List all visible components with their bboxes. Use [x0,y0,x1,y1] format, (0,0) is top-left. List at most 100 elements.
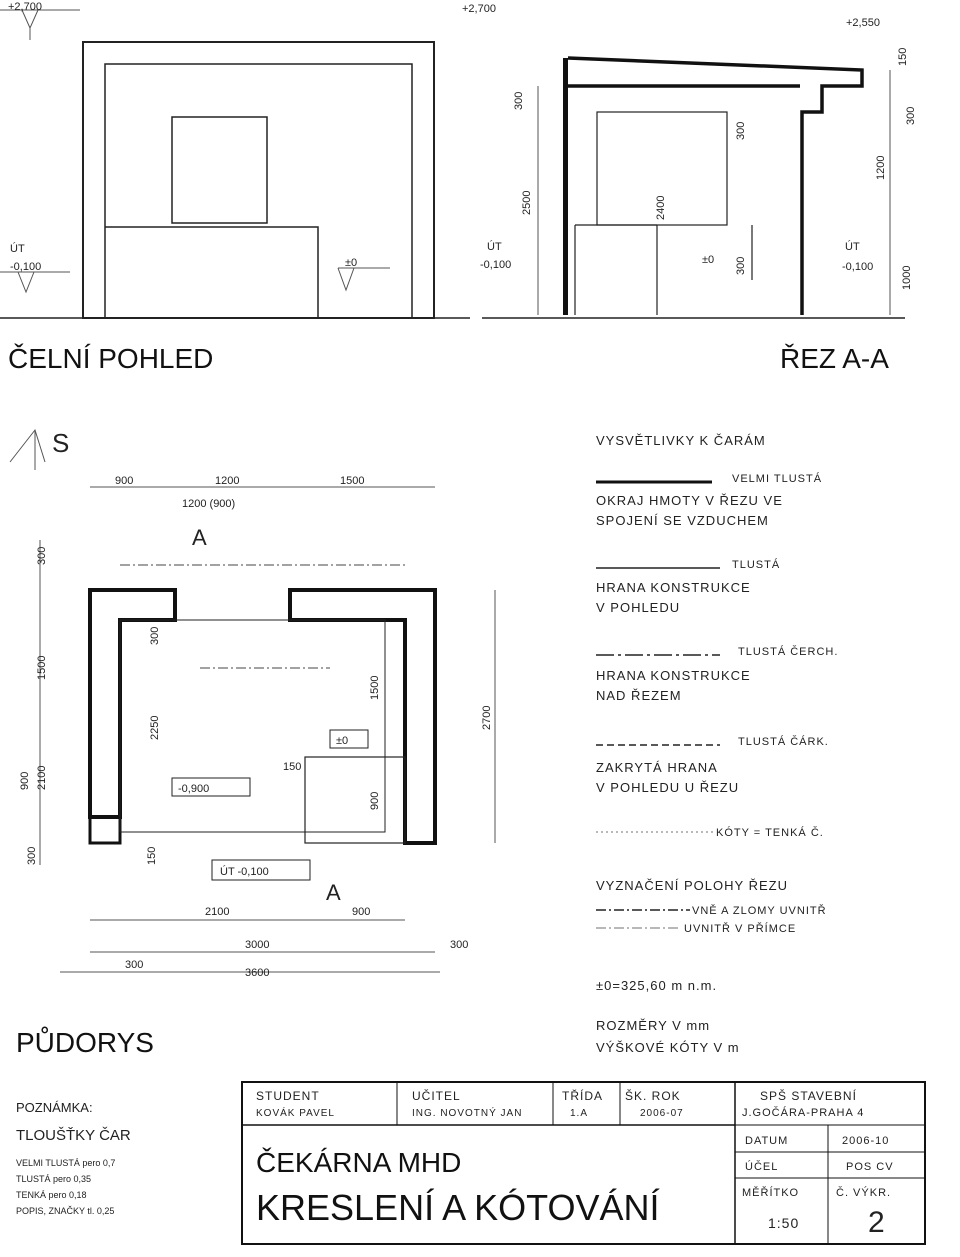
year-value: 2006-07 [640,1108,684,1119]
student-label: STUDENT [256,1089,320,1103]
teacher-name: ING. NOVOTNÝ JAN [412,1106,522,1119]
north-arrow-icon [9,428,46,463]
date-value: 2006-10 [842,1135,889,1147]
legend-desc-4a: ZAKRYTÁ HRANA [596,760,718,775]
plan-level-ut-box [211,859,311,881]
plan-dim-bottom-3: 3000 [245,939,269,951]
section-dim-7: 300 [905,107,917,125]
plan-dim-top-1: 900 [115,475,133,487]
legend-desc-2a: HRANA KONSTRUKCE [596,580,751,595]
section-dim-2: 2500 [521,191,533,215]
front-window [171,116,268,224]
plan-dim-left-3: 900 [19,772,31,790]
legend-title: VYSVĚTLIVKY K ČARÁM [596,433,766,448]
plan-wall-left [88,588,177,819]
section-level-ut-right-val: -0,100 [842,261,873,273]
plan-floor-area [119,619,386,833]
units-dimensions: ROZMĚRY V mm [596,1018,710,1033]
front-inner-frame [104,63,413,318]
front-level-ut-val: -0,100 [10,261,41,273]
front-view-label: ČELNÍ POHLED [8,343,213,374]
legend-type-5: KÓTY = TENKÁ Č. [716,826,824,839]
scale-value: 1:50 [768,1215,799,1231]
legend-desc-1a: OKRAJ HMOTY V ŘEZU VE [596,493,783,508]
section-dim-5: 300 [735,257,747,275]
section-level-zero: ±0 [702,254,714,266]
plan-dim-right: 2700 [481,706,493,730]
legend-section-inner: UVNITŘ V PŘÍMCE [684,922,796,935]
legend-desc-1b: SPOJENÍ SE VZDUCHEM [596,513,769,528]
section-level-top-left: +2,700 [462,3,496,15]
legend-section-outer: VNĚ A ZLOMY UVNITŘ [692,904,827,917]
title-block: STUDENT KOVÁK PAVEL UČITEL ING. NOVOTNÝ … [241,1081,926,1245]
project-title: ČEKÁRNA MHD [256,1147,461,1178]
units-levels: VÝŠKOVÉ KÓTY V m [596,1040,740,1055]
section-dim-1: 300 [513,92,525,110]
sheet-label: Č. VÝKR. [836,1186,891,1199]
plan-dim-left-5: 300 [26,847,38,865]
class-value: 1.A [570,1108,588,1119]
front-zero-marker [337,267,355,292]
front-ut-marker [17,271,35,294]
section-dim-4: 300 [735,122,747,140]
drawing-subject: KRESLENÍ A KÓTOVÁNÍ [256,1187,660,1228]
plan-label: PŮDORYS [16,1026,154,1058]
plan-level-zero-box [329,729,369,749]
floor-plan: S 900 1200 1500 1200 (900) A A 300 1500 … [9,428,496,1058]
section-view-label: ŘEZ A-A [780,343,889,374]
plan-dim-top-2: 1200 [215,475,239,487]
legend-desc-3a: HRANA KONSTRUKCE [596,668,751,683]
section-dim-9: 1000 [901,266,913,290]
scale-label: MĚŘÍTKO [742,1186,799,1199]
front-level-zero: ±0 [345,257,357,269]
notes-line-4: POPIS, ZNAČKY tl. 0,25 [16,1206,114,1216]
plan-column [88,815,122,845]
legend-type-4: TLUSTÁ ČÁRK. [738,735,829,748]
plan-dim-left-4: 2100 [36,766,48,790]
plan-dim-top-sub: 1200 (900) [182,498,235,510]
notes-line-1: VELMI TLUSTÁ pero 0,7 [16,1158,115,1168]
section-dim-6: 150 [897,48,909,66]
plan-dim-inner-4: 150 [283,761,301,773]
front-bench-edge [105,226,319,318]
plan-dim-inner-5: 900 [369,792,381,810]
line-legend: VYSVĚTLIVKY K ČARÁM VELMI TLUSTÁ OKRAJ H… [596,433,837,1055]
front-level-ut: ÚT [10,242,25,255]
legend-section-title: VYZNAČENÍ POLOHY ŘEZU [596,878,788,893]
teacher-label: UČITEL [412,1088,461,1103]
plan-dim-bottom-6: 3600 [245,967,269,979]
plan-dim-inner-3: 1500 [369,676,381,700]
purpose-label: ÚČEL [745,1160,778,1173]
plan-dim-left-2: 1500 [36,656,48,680]
section-left-wall [563,58,568,315]
plan-dim-bottom-1: 2100 [205,906,229,918]
legend-desc-4b: V POHLEDU U ŘEZU [596,780,739,795]
notes: POZNÁMKA: TLOUŠŤKY ČAR VELMI TLUSTÁ pero… [16,1100,131,1216]
plan-level-minus: -0,900 [178,783,209,795]
plan-dim-bottom-5: 300 [125,959,143,971]
north-label: S [52,428,69,458]
notes-line-3: TENKÁ pero 0,18 [16,1190,87,1200]
class-label: TŘÍDA [562,1088,603,1103]
school-line-2: J.GOČÁRA-PRAHA 4 [742,1106,864,1119]
plan-dim-left-1: 300 [36,547,48,565]
section-dim-8: 1200 [875,156,887,180]
plan-dim-bottom-2: 900 [352,906,370,918]
legend-type-1: VELMI TLUSTÁ [732,472,822,485]
section-window [596,111,728,226]
plan-dim-inner-6: 150 [146,847,158,865]
plan-level-minus-box [171,777,251,797]
section-mark-bottom: A [326,880,341,905]
plan-dim-inner-1: 300 [149,627,161,645]
notes-title: POZNÁMKA: [16,1100,93,1115]
front-outer-wall [82,41,435,319]
plan-dim-top-3: 1500 [340,475,364,487]
legend-desc-3b: NAD ŘEZEM [596,688,682,703]
section-level-ut-left: ÚT [487,240,502,253]
school-line-1: SPŠ STAVEBNÍ [760,1088,857,1103]
title-block-frame [241,1081,926,1245]
plan-dim-bottom-4: 300 [450,939,468,951]
section-dim-3: 2400 [655,196,667,220]
plan-level-ut: ÚT -0,100 [220,865,269,878]
